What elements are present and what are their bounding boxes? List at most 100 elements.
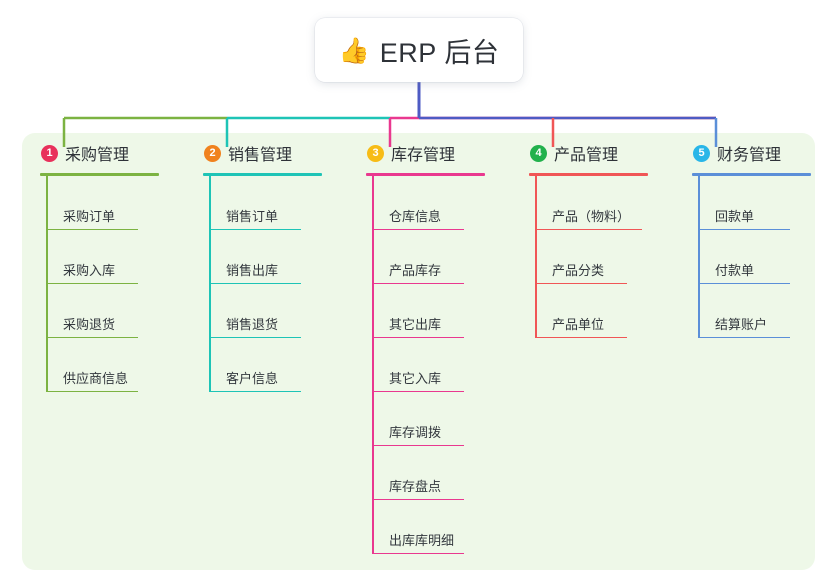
branch-item[interactable]: 采购入库 bbox=[46, 230, 185, 284]
branch-item-list: 销售订单销售出库销售退货客户信息 bbox=[209, 176, 348, 392]
branch-item[interactable]: 库存盘点 bbox=[372, 446, 511, 500]
branch-item-label: 其它入库 bbox=[389, 371, 442, 386]
branch-item[interactable]: 库存调拨 bbox=[372, 392, 511, 446]
branch-item-label: 销售订单 bbox=[226, 209, 279, 224]
branch-underline bbox=[40, 173, 159, 176]
branch-title: 产品管理 bbox=[554, 147, 619, 164]
branch-item[interactable]: 产品（物料） bbox=[535, 176, 674, 230]
branch-item-rule bbox=[535, 282, 627, 284]
branch-item[interactable]: 仓库信息 bbox=[372, 176, 511, 230]
branch-title: 销售管理 bbox=[228, 147, 293, 164]
branch-columns: 1 采购管理采购订单采购入库采购退货供应商信息 2 销售管理销售订单销售出库销售退货客… bbox=[22, 133, 815, 570]
branch-number-badge: 2 bbox=[204, 144, 221, 162]
branch-item-rule bbox=[372, 282, 464, 284]
branch-item-rule bbox=[46, 336, 138, 338]
branch-item[interactable]: 其它入库 bbox=[372, 338, 511, 392]
branch-underline bbox=[366, 173, 485, 176]
branch-item[interactable]: 出库库明细 bbox=[372, 500, 511, 554]
branch-item-rule bbox=[209, 228, 301, 230]
branch-spine bbox=[209, 176, 211, 392]
branch-title: 库存管理 bbox=[391, 147, 456, 164]
branch-item[interactable]: 销售退货 bbox=[209, 284, 348, 338]
branch-item-label: 出库库明细 bbox=[389, 533, 455, 548]
branch-item-label: 回款单 bbox=[715, 209, 755, 224]
branch-column-4: 4 产品管理产品（物料） 产品分类产品单位 bbox=[511, 133, 674, 570]
branch-item-rule bbox=[46, 390, 138, 392]
branch-item[interactable]: 回款单 bbox=[698, 176, 837, 230]
branch-header-4[interactable]: 4 产品管理 bbox=[511, 133, 674, 173]
branch-column-3: 3 库存管理仓库信息产品库存其它出库其它入库库存调拨库存盘点出库库明细 bbox=[348, 133, 511, 570]
branch-header-1[interactable]: 1 采购管理 bbox=[22, 133, 185, 173]
branch-spine bbox=[46, 176, 48, 392]
diagram-panel-background bbox=[22, 133, 815, 570]
branch-item[interactable]: 产品库存 bbox=[372, 230, 511, 284]
branch-item-label: 库存盘点 bbox=[389, 479, 442, 494]
branch-item-list: 产品（物料） 产品分类产品单位 bbox=[535, 176, 674, 338]
branch-number-badge: 5 bbox=[693, 144, 710, 162]
branch-underline bbox=[203, 173, 322, 176]
branch-item-list: 采购订单采购入库采购退货供应商信息 bbox=[46, 176, 185, 392]
branch-item-rule bbox=[698, 282, 790, 284]
branch-item-label: 产品单位 bbox=[552, 317, 605, 332]
branch-item-rule bbox=[372, 552, 464, 554]
branch-header-3[interactable]: 3 库存管理 bbox=[348, 133, 511, 173]
branch-title: 采购管理 bbox=[65, 147, 130, 164]
branch-item-rule bbox=[372, 444, 464, 446]
branch-column-2: 2 销售管理销售订单销售出库销售退货客户信息 bbox=[185, 133, 348, 570]
branch-item-label: 客户信息 bbox=[226, 371, 279, 386]
branch-spine bbox=[372, 176, 374, 554]
branch-item-label: 采购入库 bbox=[63, 263, 116, 278]
branch-underline bbox=[692, 173, 811, 176]
branch-item[interactable]: 供应商信息 bbox=[46, 338, 185, 392]
branch-item-label: 产品库存 bbox=[389, 263, 442, 278]
branch-item-label: 销售出库 bbox=[226, 263, 279, 278]
branch-spine bbox=[698, 176, 700, 338]
branch-item-label: 其它出库 bbox=[389, 317, 442, 332]
branch-item[interactable]: 结算账户 bbox=[698, 284, 837, 338]
branch-item[interactable]: 产品分类 bbox=[535, 230, 674, 284]
branch-item[interactable]: 客户信息 bbox=[209, 338, 348, 392]
branch-item-rule bbox=[209, 390, 301, 392]
branch-item-label: 付款单 bbox=[715, 263, 755, 278]
branch-item-rule bbox=[698, 336, 790, 338]
branch-item-list: 回款单付款单结算账户 bbox=[698, 176, 837, 338]
branch-item-list: 仓库信息产品库存其它出库其它入库库存调拨库存盘点出库库明细 bbox=[372, 176, 511, 554]
branch-item-rule bbox=[372, 390, 464, 392]
root-node-title: ERP 后台 bbox=[379, 37, 500, 68]
branch-item-label: 产品分类 bbox=[552, 263, 605, 278]
branch-column-1: 1 采购管理采购订单采购入库采购退货供应商信息 bbox=[22, 133, 185, 570]
branch-item[interactable]: 采购订单 bbox=[46, 176, 185, 230]
branch-item[interactable]: 销售订单 bbox=[209, 176, 348, 230]
branch-item[interactable]: 其它出库 bbox=[372, 284, 511, 338]
root-node[interactable]: 👍 ERP 后台 bbox=[315, 18, 523, 82]
branch-item-label: 销售退货 bbox=[226, 317, 279, 332]
branch-item[interactable]: 采购退货 bbox=[46, 284, 185, 338]
branch-item-rule bbox=[535, 228, 642, 230]
branch-item-rule bbox=[698, 228, 790, 230]
branch-item-label: 采购退货 bbox=[63, 317, 116, 332]
branch-header-2[interactable]: 2 销售管理 bbox=[185, 133, 348, 173]
branch-item-label: 库存调拨 bbox=[389, 425, 442, 440]
branch-item-label: 产品（物料） bbox=[552, 209, 631, 224]
branch-item-rule bbox=[372, 228, 464, 230]
branch-item[interactable]: 产品单位 bbox=[535, 284, 674, 338]
branch-item-label: 采购订单 bbox=[63, 209, 116, 224]
branch-number-badge: 1 bbox=[41, 144, 58, 162]
branch-number-badge: 3 bbox=[367, 144, 384, 162]
branch-underline bbox=[529, 173, 648, 176]
branch-item-rule bbox=[209, 336, 301, 338]
branch-item-rule bbox=[209, 282, 301, 284]
branch-item-label: 仓库信息 bbox=[389, 209, 442, 224]
branch-item-label: 供应商信息 bbox=[63, 371, 129, 386]
branch-item[interactable]: 付款单 bbox=[698, 230, 837, 284]
branch-item-rule bbox=[372, 336, 464, 338]
branch-item-rule bbox=[535, 336, 627, 338]
branch-item-rule bbox=[372, 498, 464, 500]
thumbs-up-icon: 👍 bbox=[338, 35, 370, 65]
branch-item[interactable]: 销售出库 bbox=[209, 230, 348, 284]
branch-item-rule bbox=[46, 282, 138, 284]
branch-item-rule bbox=[46, 228, 138, 230]
branch-number-badge: 4 bbox=[530, 144, 547, 162]
branch-spine bbox=[535, 176, 537, 338]
